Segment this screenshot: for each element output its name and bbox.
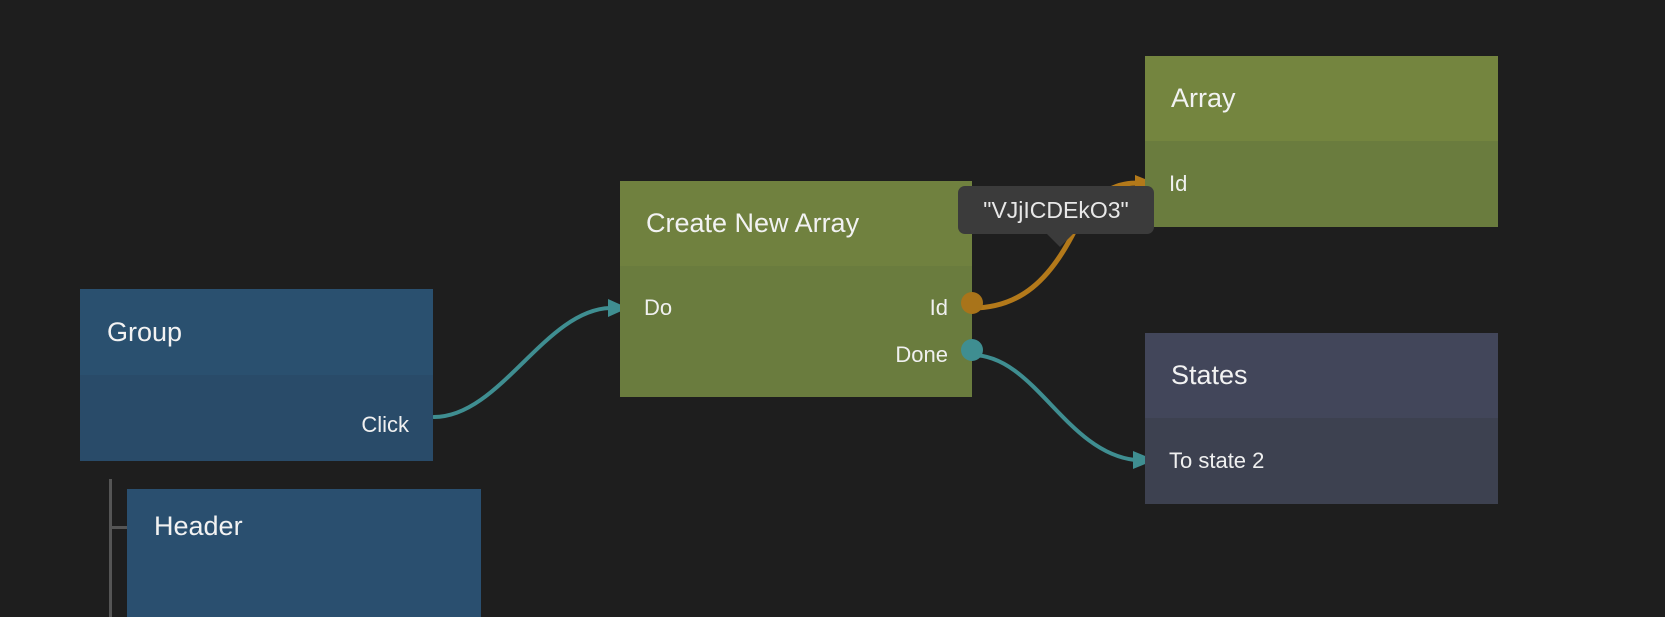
port-create-new-array-id[interactable]: Id [930, 297, 948, 319]
port-create-new-array-do[interactable]: Do [644, 297, 672, 319]
node-states-header[interactable]: States [1145, 333, 1498, 418]
node-array-title: Array [1171, 83, 1236, 113]
value-tooltip-text: "VJjICDEkO3" [983, 196, 1129, 223]
node-group-body: Click [80, 375, 444, 514]
port-create-new-array-do-label: Do [644, 295, 673, 320]
node-array-body: Id [1145, 141, 1498, 227]
port-group-click-label: Click [361, 412, 409, 437]
node-header-title: Header [154, 510, 243, 541]
port-array-id[interactable]: Id [1169, 173, 1187, 195]
port-create-new-array-done[interactable]: Done [895, 344, 948, 366]
value-tooltip: "VJjICDEkO3" [958, 186, 1154, 247]
port-create-new-array-done-label: Done [895, 342, 948, 367]
tree-connector-branch [109, 526, 128, 529]
node-states-title: States [1171, 360, 1248, 390]
tooltip-arrow-icon [1046, 233, 1074, 247]
node-header-header[interactable]: Header [127, 489, 481, 563]
port-states-to-state-2[interactable]: To state 2 [1169, 450, 1264, 472]
node-create-new-array-title: Create New Array [646, 208, 860, 238]
port-dot-create-new-array-id[interactable] [961, 292, 983, 314]
port-dot-create-new-array-done[interactable] [961, 339, 983, 361]
node-array-header[interactable]: Array [1145, 56, 1498, 141]
node-create-new-array-body: Do Id Done [620, 266, 983, 397]
node-group[interactable]: Group Click [80, 289, 444, 514]
node-create-new-array[interactable]: Create New Array Do Id Done [620, 181, 983, 397]
node-create-new-array-header[interactable]: Create New Array [620, 181, 972, 266]
port-array-id-label: Id [1169, 171, 1188, 196]
node-header[interactable]: Header [127, 489, 481, 617]
port-states-to-state-2-label: To state 2 [1169, 448, 1265, 473]
port-group-click[interactable]: Click [361, 414, 409, 436]
edge-click-to-do [432, 299, 628, 419]
port-create-new-array-id-label: Id [929, 295, 948, 320]
node-group-title: Group [107, 316, 183, 347]
node-states-body: To state 2 [1145, 418, 1498, 504]
tree-connector-vertical [109, 479, 112, 617]
node-group-header[interactable]: Group [80, 289, 433, 375]
node-array[interactable]: Array Id [1145, 56, 1498, 227]
node-states[interactable]: States To state 2 [1145, 333, 1498, 504]
edge-done-to-state2 [970, 353, 1155, 469]
